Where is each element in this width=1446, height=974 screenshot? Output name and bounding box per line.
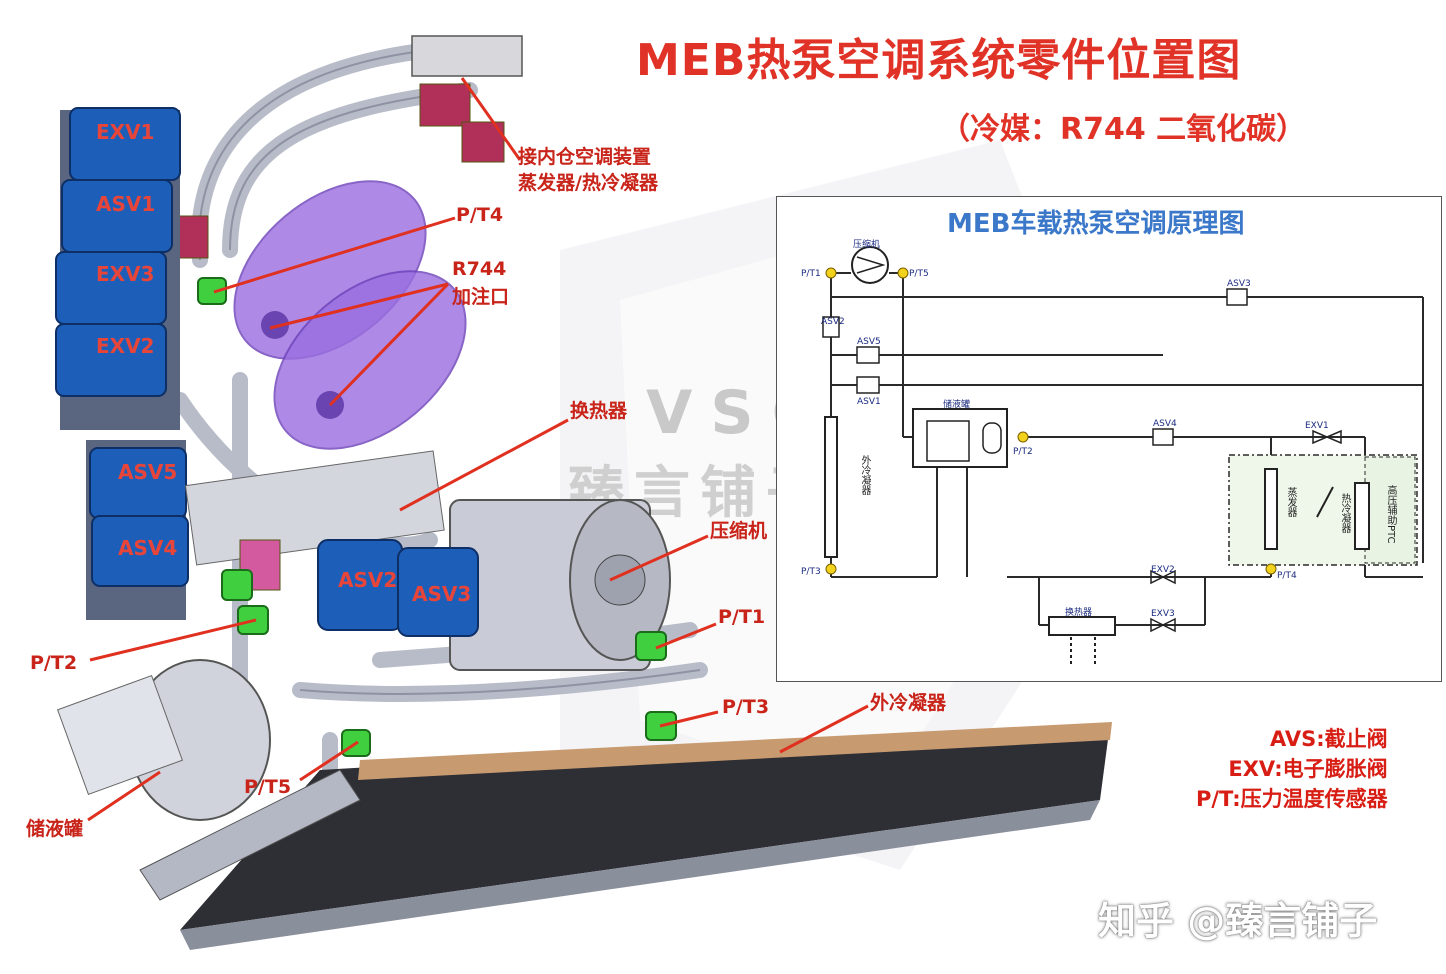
schematic-label-hot-condenser: 热冷凝器 xyxy=(1339,493,1350,533)
schematic-label-pt5: P/T5 xyxy=(909,269,929,279)
label-pt3: P/T3 xyxy=(722,696,770,718)
label-r744: R744 xyxy=(452,258,507,280)
schematic-label-exv2: EXV2 xyxy=(1151,565,1175,575)
page-subtitle: （冷媒：R744 二氧化碳） xyxy=(940,112,1307,147)
legend-item: AVS:截止阀 xyxy=(1270,727,1388,751)
label-compressor: 压缩机 xyxy=(710,520,768,542)
legend: AVS:截止阀 EXV:电子膨胀阀 P/T:压力温度传感器 xyxy=(1196,724,1388,814)
legend-item: P/T:压力温度传感器 xyxy=(1196,787,1388,811)
module-label-asv5: ASV5 xyxy=(118,460,178,484)
module-label-asv2: ASV2 xyxy=(338,568,398,592)
label-pt2: P/T2 xyxy=(30,652,78,674)
page-title: MEB热泵空调系统零件位置图 xyxy=(636,35,1242,86)
label-evap-cond: 蒸发器/热冷凝器 xyxy=(518,172,658,194)
schematic-circuit xyxy=(822,246,1424,665)
schematic-label-compressor: 压缩机 xyxy=(853,240,881,250)
watermark: 知乎 @臻言铺子 xyxy=(1098,899,1378,943)
schematic-title: MEB车载热泵空调原理图 xyxy=(947,209,1245,239)
schematic-label-heat-exchanger: 换热器 xyxy=(1065,608,1093,618)
module-label-exv3: EXV3 xyxy=(96,262,155,286)
schematic-label-pt3: P/T3 xyxy=(801,567,821,577)
label-heat-exchanger: 换热器 xyxy=(570,400,628,422)
label-accumulator: 储液罐 xyxy=(26,818,84,840)
schematic-label-outer-condenser: 外冷凝器 xyxy=(859,455,870,495)
label-pt5: P/T5 xyxy=(244,776,292,798)
module-label-asv4: ASV4 xyxy=(118,536,178,560)
label-pt4: P/T4 xyxy=(456,204,504,226)
schematic-label-exv3: EXV3 xyxy=(1151,609,1175,619)
schematic-label-asv4: ASV4 xyxy=(1153,419,1177,429)
schematic-panel: MEB车载热泵空调原理图 xyxy=(776,196,1442,682)
schematic-label-evaporator: 蒸发器 xyxy=(1285,487,1296,517)
schematic-label-pt2: P/T2 xyxy=(1013,447,1033,457)
module-label-exv1: EXV1 xyxy=(96,120,155,144)
label-pt1: P/T1 xyxy=(718,606,766,628)
schematic-label-asv2: ASV2 xyxy=(821,317,845,327)
schematic-label-accumulator: 储液罐 xyxy=(943,400,971,410)
label-charge-port: 加注口 xyxy=(452,286,510,308)
module-label-asv1: ASV1 xyxy=(96,192,156,216)
label-ext-condenser: 外冷凝器 xyxy=(870,692,947,714)
schematic-label-ptc: 高压辅助PTC xyxy=(1385,485,1396,544)
legend-item: EXV:电子膨胀阀 xyxy=(1228,757,1388,781)
schematic-label-exv1: EXV1 xyxy=(1305,421,1329,431)
schematic-label-asv5: ASV5 xyxy=(857,337,881,347)
schematic-label-pt1: P/T1 xyxy=(801,269,821,279)
schematic-label-asv3: ASV3 xyxy=(1227,279,1251,289)
label-internal-hvac: 接内仓空调装置 xyxy=(518,146,652,168)
module-label-asv3: ASV3 xyxy=(412,582,472,606)
module-label-exv2: EXV2 xyxy=(96,334,155,358)
schematic-label-asv1: ASV1 xyxy=(857,397,881,407)
schematic-label-pt4: P/T4 xyxy=(1277,571,1297,581)
